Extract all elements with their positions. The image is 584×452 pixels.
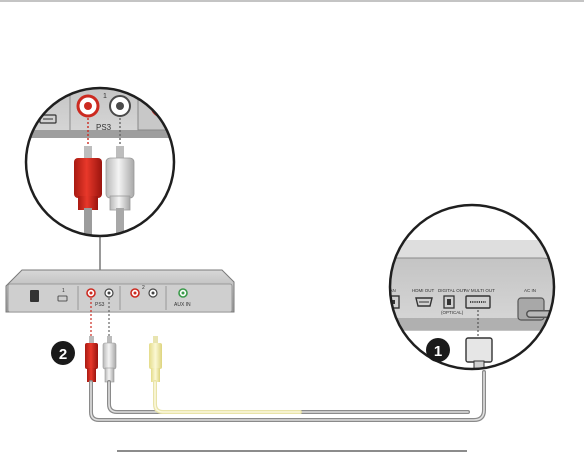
- device-back-panel: 1 PS3 2 AUX IN: [5, 269, 235, 313]
- optical-label-line1: DIGITAL OUT: [438, 288, 466, 293]
- step-1-marker: 1: [426, 338, 450, 362]
- white-rca-plug: [105, 146, 135, 236]
- small-red-rca-plug: [85, 336, 98, 382]
- hdmi-port-icon: [415, 297, 433, 307]
- dc-power-port-icon: [30, 290, 39, 302]
- av-multi-out-port-icon: [465, 295, 491, 309]
- hdmi-label: HDMI OUT: [412, 288, 434, 293]
- optical-label-line2: (OPTICAL): [441, 310, 464, 315]
- optical-port-icon: [443, 295, 455, 309]
- av-cable: [89, 370, 486, 422]
- lan-label: LAN: [387, 288, 396, 293]
- small-yellow-rca-plug: [149, 336, 162, 382]
- av-multi-out-plug: [465, 337, 493, 369]
- zoom-left-port-label: PS3: [96, 123, 112, 132]
- step-2-number: 2: [59, 346, 67, 363]
- ac-in-label: AC IN: [524, 288, 536, 293]
- power-cord: [526, 310, 554, 349]
- aux-in-jack: [178, 288, 188, 298]
- device-port-label: PS3: [95, 302, 105, 308]
- white-audio-jack: [109, 95, 131, 117]
- step-2-marker: 2: [51, 341, 75, 365]
- small-white-rca-plug: [102, 336, 117, 383]
- device-port-number-2: 2: [142, 285, 145, 291]
- av-multi-out-label: AV MULTI OUT: [464, 288, 495, 293]
- zoom-left-port-number: 1: [103, 93, 107, 100]
- red-rca-plug: [74, 146, 102, 236]
- device-port-number-1: 1: [62, 288, 65, 294]
- device-aux-label: AUX IN: [174, 302, 191, 308]
- zoom-circle-right: LAN HDMI OUT DIGITAL OUT (OPTICAL) AV MU…: [387, 203, 556, 371]
- step-1-number: 1: [434, 343, 442, 360]
- device-mini-usb-icon: [57, 295, 68, 302]
- red-audio-jack: [76, 94, 100, 118]
- zoom-circle-left: 1 PS3: [24, 86, 176, 238]
